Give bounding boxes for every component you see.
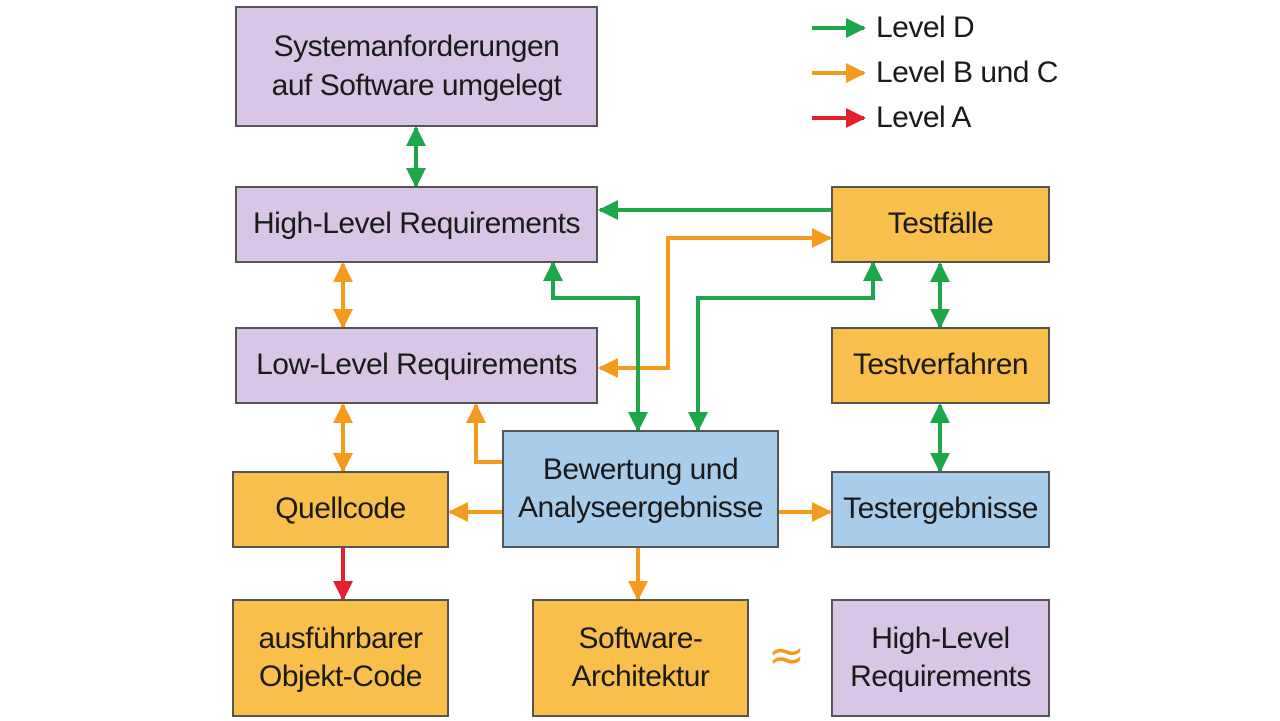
connector-review-llr <box>466 403 502 464</box>
software-architecture-line-2: Architektur <box>571 660 710 693</box>
approximately-equal-symbol: ≈ <box>768 630 805 681</box>
legend-label-level-d: Level D <box>876 11 975 44</box>
system-requirements-box: Systemanforderungen auf Software umgeleg… <box>235 6 598 127</box>
high-level-requirements-2-line-2: Requirements <box>850 660 1031 693</box>
object-code-line-1: ausführbarer <box>258 621 423 655</box>
test-procedures-label: Testverfahren <box>852 348 1029 382</box>
review-analysis-box: Bewertung und Analyseergebnisse <box>502 430 779 548</box>
legend-label-level-a: Level A <box>876 101 971 134</box>
software-architecture-box: Software- Architektur <box>532 599 749 717</box>
high-level-requirements-label: High-Level Requirements <box>253 207 581 241</box>
review-analysis-line-1: Bewertung und <box>542 452 739 486</box>
connector-hlr-review <box>543 261 648 432</box>
review-analysis-line-2: Analyseergebnisse <box>518 491 764 524</box>
high-level-requirements-box: High-Level Requirements <box>235 186 598 263</box>
object-code-box: ausführbarer Objekt-Code <box>232 599 449 717</box>
software-architecture-line-1: Software- <box>578 621 703 655</box>
test-cases-label: Testfälle <box>887 207 994 241</box>
high-level-requirements-2-line-1: High-Level <box>871 621 1010 655</box>
test-results-label: Testergebnisse <box>843 492 1038 526</box>
test-procedures-box: Testverfahren <box>831 327 1050 404</box>
connector-review-testcases <box>688 261 883 432</box>
low-level-requirements-label: Low-Level Requirements <box>256 348 577 382</box>
source-code-box: Quellcode <box>232 471 449 548</box>
system-requirements-line-2: auf Software umgelegt <box>271 68 562 102</box>
system-requirements-line-1: Systemanforderungen <box>273 30 560 64</box>
test-cases-box: Testfälle <box>831 186 1050 263</box>
connector-llr-testcases <box>598 228 832 378</box>
test-results-box: Testergebnisse <box>831 471 1050 548</box>
legend-label-level-bc: Level B und C <box>876 56 1058 89</box>
source-code-label: Quellcode <box>275 492 406 526</box>
high-level-requirements-box-2: High-Level Requirements <box>831 599 1050 717</box>
low-level-requirements-box: Low-Level Requirements <box>235 327 598 404</box>
object-code-line-2: Objekt-Code <box>259 660 422 693</box>
